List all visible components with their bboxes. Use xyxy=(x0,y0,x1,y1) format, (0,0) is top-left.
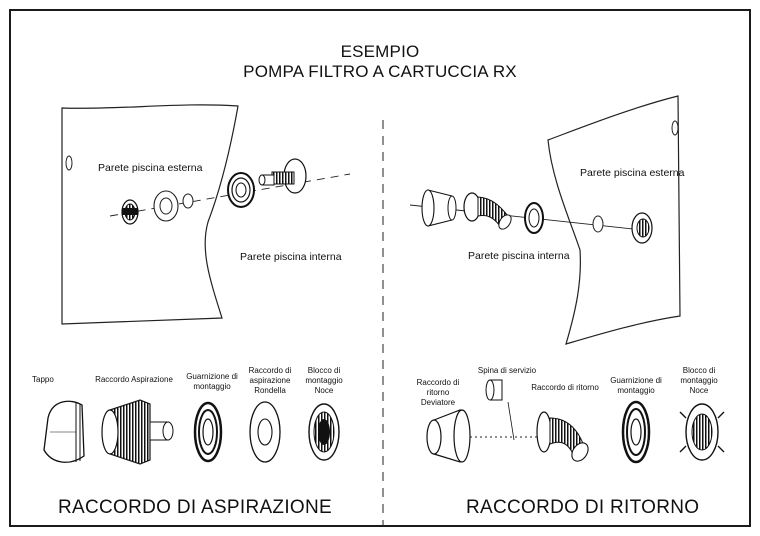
left-axis-line xyxy=(109,173,351,217)
part-rondella-drawing xyxy=(249,401,281,463)
left-small-ring xyxy=(182,193,194,209)
header-line-2: POMPA FILTRO A CARTUCCIA RX xyxy=(243,62,517,81)
part-label-raccordo-ritorno: Raccordo di ritorno xyxy=(531,383,599,392)
part-tappo-drawing xyxy=(43,400,85,463)
right-small-ring xyxy=(592,215,604,233)
right-deviator xyxy=(421,189,457,227)
part-label-spina: Spina di servizio xyxy=(477,366,537,375)
part-label-deviatore: Raccordo di ritorno Deviatore xyxy=(416,378,460,407)
right-pool-wall xyxy=(547,95,681,345)
right-wall-hole xyxy=(671,120,679,136)
left-pool-wall xyxy=(61,104,239,325)
right-wall-inner-label: Parete piscina interna xyxy=(468,250,570,262)
header-line-1: ESEMPIO xyxy=(340,42,420,61)
left-wall-hole xyxy=(65,155,73,171)
part-label-rondella: Raccordo di aspirazione Rondella xyxy=(248,366,292,395)
part-guarnizione-right-drawing xyxy=(621,400,651,464)
left-caption: RACCORDO DI ASPIRAZIONE xyxy=(58,497,332,518)
right-nut xyxy=(631,212,653,244)
part-label-guarnizione-right: Guarnizione di montaggio xyxy=(610,376,662,395)
left-assembled-fitting xyxy=(121,199,139,225)
part-label-raccordo-aspirazione: Raccordo Aspirazione xyxy=(95,375,173,384)
part-raccordo-ritorno-drawing xyxy=(536,411,589,462)
part-raccordo-aspirazione-drawing xyxy=(101,399,174,465)
part-spina-drawing xyxy=(485,379,515,441)
right-wall-outer-label: Parete piscina esterna xyxy=(580,167,685,179)
part-blocco-right-drawing xyxy=(679,403,725,461)
part-label-tappo: Tappo xyxy=(32,375,54,384)
left-wall-inner-label: Parete piscina interna xyxy=(240,251,342,263)
left-suction-fitting xyxy=(258,158,307,194)
part-label-guarnizione-left: Guarnizione di montaggio xyxy=(186,372,238,391)
left-washer xyxy=(153,190,179,222)
right-caption: RACCORDO DI RITORNO xyxy=(466,497,700,518)
right-elbow xyxy=(463,192,512,230)
left-gasket xyxy=(227,172,255,208)
part-label-blocco-right: Blocco di montaggio Noce xyxy=(680,366,718,395)
part-label-blocco-left: Blocco di montaggio Noce xyxy=(305,366,343,395)
part-blocco-left-drawing xyxy=(308,403,340,461)
left-wall-outer-label: Parete piscina esterna xyxy=(98,162,203,174)
part-guarnizione-left-drawing xyxy=(193,401,223,463)
diagram-frame xyxy=(9,9,751,527)
right-gasket xyxy=(524,202,544,234)
part-deviatore-drawing xyxy=(426,409,471,463)
